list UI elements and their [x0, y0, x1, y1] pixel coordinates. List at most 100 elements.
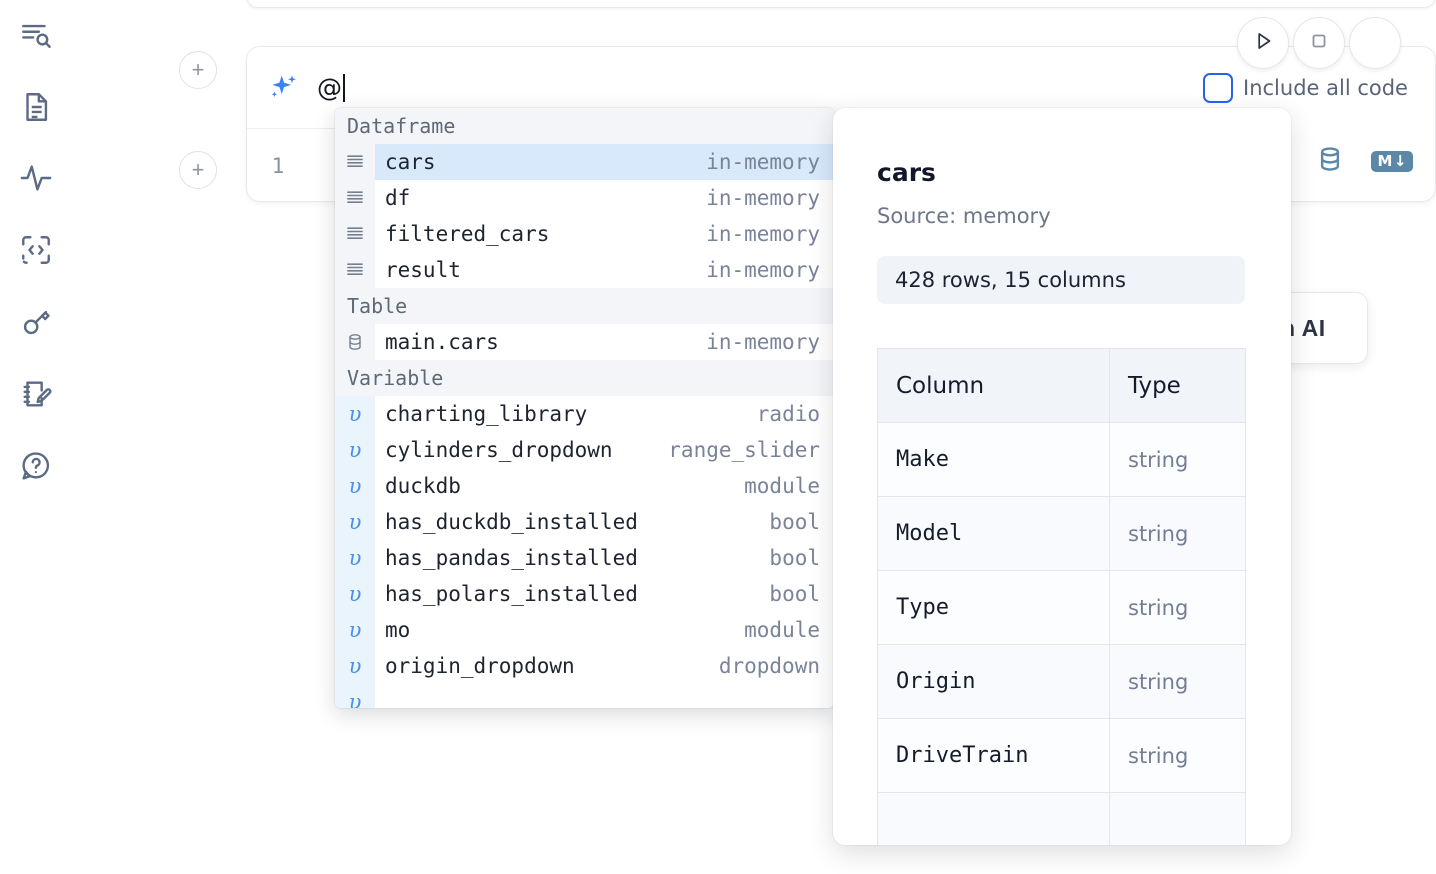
add-cell-button-top[interactable]: + — [179, 51, 217, 89]
completion-item[interactable]: υ — [335, 684, 834, 708]
schema-column-type: string — [1109, 644, 1246, 719]
schema-column-name: Make — [877, 422, 1110, 497]
preview-title: cars — [877, 158, 936, 187]
table-rows-icon — [335, 216, 375, 252]
variable-icon: υ — [335, 468, 375, 504]
schema-column-name: Type — [877, 570, 1110, 645]
schema-column-type: string — [1109, 422, 1246, 497]
column-header-type: Type — [1109, 348, 1246, 423]
sidebar-item-scratchpad[interactable] — [14, 372, 58, 416]
completion-item-name: has_polars_installed — [385, 582, 638, 606]
sidebar-item-activity[interactable] — [14, 156, 58, 200]
completion-item-kind — [807, 690, 834, 708]
schema-column-type — [1109, 792, 1246, 845]
variable-icon: υ — [335, 576, 375, 612]
previous-cell-card[interactable] — [246, 0, 1436, 8]
sidebar-rail — [0, 0, 72, 874]
stop-button[interactable] — [1293, 17, 1345, 69]
sidebar-item-secrets[interactable] — [14, 300, 58, 344]
markdown-badge[interactable]: M↓ — [1371, 151, 1413, 172]
completion-item-name: has_duckdb_installed — [385, 510, 638, 534]
add-cell-button-bottom[interactable]: + — [179, 151, 217, 189]
code-editor-row[interactable]: 1 M↓ — [247, 130, 1436, 202]
completion-item-name: origin_dropdown — [385, 654, 575, 678]
schema-column-name: DriveTrain — [877, 718, 1110, 793]
help-chat-icon — [19, 449, 53, 483]
completion-item-name: cylinders_dropdown — [385, 438, 613, 462]
completion-item[interactable]: cars in-memory — [335, 144, 834, 180]
schema-column-type: string — [1109, 496, 1246, 571]
more-actions-button[interactable] — [1349, 17, 1401, 69]
completion-item-kind: in-memory — [706, 150, 820, 174]
completion-item[interactable]: df in-memory — [335, 180, 834, 216]
sidebar-item-explore[interactable] — [14, 14, 58, 58]
completion-item-name: main.cars — [385, 330, 499, 354]
completion-item-name: has_pandas_installed — [385, 546, 638, 570]
key-icon — [19, 305, 53, 339]
completion-item-kind: bool — [769, 546, 820, 570]
ai-prompt-input[interactable]: @ — [317, 73, 346, 102]
line-number: 1 — [271, 154, 285, 178]
table-header-row: Column Type — [877, 348, 1246, 423]
completion-item-name: cars — [385, 150, 436, 174]
completion-item-kind: range_slider — [668, 438, 820, 462]
include-all-code-label: Include all code — [1243, 76, 1408, 100]
activity-icon — [19, 161, 53, 195]
include-all-code-row[interactable]: Include all code — [1203, 73, 1408, 103]
cell-tools: M↓ — [1315, 144, 1413, 179]
completion-preview-panel: cars Source: memory 428 rows, 15 columns… — [833, 108, 1291, 845]
table-row — [877, 792, 1246, 845]
completion-item-kind: in-memory — [706, 186, 820, 210]
completion-item[interactable]: υ has_polars_installed bool — [335, 576, 834, 612]
completion-item-kind: in-memory — [706, 222, 820, 246]
database-icon[interactable] — [1315, 144, 1345, 179]
sidebar-item-snippets[interactable] — [14, 228, 58, 272]
text-caret — [343, 73, 346, 102]
completion-item-kind: module — [744, 618, 820, 642]
sparkle-icon — [267, 71, 301, 105]
preview-source: Source: memory — [877, 204, 1051, 228]
plus-icon: + — [191, 157, 205, 182]
completion-item-kind: in-memory — [706, 258, 820, 282]
completion-item[interactable]: filtered_cars in-memory — [335, 216, 834, 252]
stop-icon — [1307, 29, 1331, 58]
explore-icon — [19, 19, 53, 53]
variable-icon: υ — [335, 648, 375, 684]
completion-item-name: mo — [385, 618, 411, 642]
completion-item-kind: bool — [769, 510, 820, 534]
include-all-code-checkbox[interactable] — [1203, 73, 1233, 103]
variable-icon: υ — [335, 396, 375, 432]
completion-item-name: df — [385, 186, 411, 210]
completion-item-name — [375, 690, 807, 708]
completion-group-header: Table — [335, 288, 834, 324]
preview-shape-badge: 428 rows, 15 columns — [877, 256, 1245, 304]
schema-column-type: string — [1109, 570, 1246, 645]
variable-icon: υ — [335, 684, 375, 708]
table-rows-icon — [335, 252, 375, 288]
document-icon — [19, 90, 53, 124]
schema-column-type: string — [1109, 718, 1246, 793]
completion-item-name: filtered_cars — [385, 222, 550, 246]
sidebar-item-help[interactable] — [14, 444, 58, 488]
completion-item-kind: module — [744, 474, 820, 498]
run-button[interactable] — [1237, 17, 1289, 69]
sidebar-item-notebook[interactable] — [14, 85, 58, 129]
completion-item-kind: bool — [769, 582, 820, 606]
